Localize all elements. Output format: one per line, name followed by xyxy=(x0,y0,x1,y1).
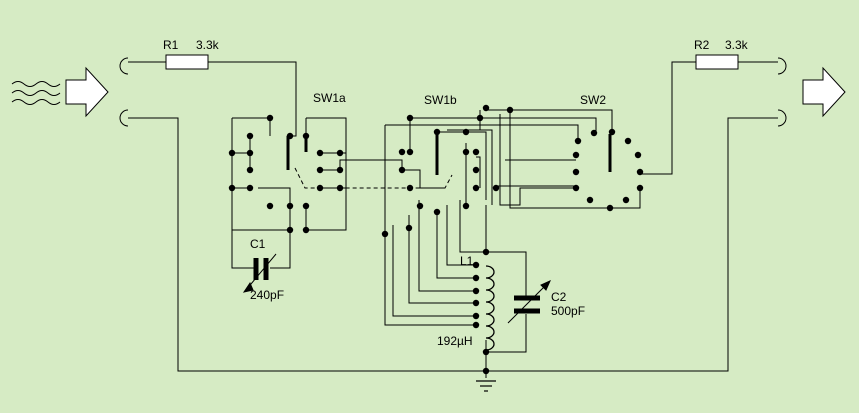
output-jack-top xyxy=(777,57,787,75)
l1-value-label: 192µH xyxy=(437,334,473,348)
input-jack-top xyxy=(119,57,129,75)
ground-icon xyxy=(476,380,496,392)
input-jack-bottom xyxy=(119,109,129,127)
junction-dots xyxy=(228,104,644,375)
c1-name-label: C1 xyxy=(250,237,266,251)
input-arrow-icon xyxy=(65,66,109,118)
inductor-l1 xyxy=(485,265,495,351)
sw1b-label: SW1b xyxy=(424,93,457,107)
c1-value-label: 240pF xyxy=(250,288,285,302)
capacitor-c2 xyxy=(507,280,551,324)
r1-name-label: R1 xyxy=(163,38,179,52)
sw2-label: SW2 xyxy=(580,93,607,107)
c2-name-label: C2 xyxy=(551,290,567,304)
switch-link-dashed xyxy=(294,167,453,189)
sw1a-label: SW1a xyxy=(313,91,346,105)
output-arrow-icon xyxy=(802,66,846,118)
l1-name-label: L1 xyxy=(460,254,474,268)
r2-value-label: 3.3k xyxy=(725,38,748,52)
output-jack-bottom xyxy=(777,109,787,127)
r2-name-label: R2 xyxy=(694,38,710,52)
capacitor-c1 xyxy=(242,253,277,293)
c2-value-label: 500pF xyxy=(551,304,586,318)
r1-value-label: 3.3k xyxy=(196,38,219,52)
signal-wave-icon xyxy=(11,81,61,105)
